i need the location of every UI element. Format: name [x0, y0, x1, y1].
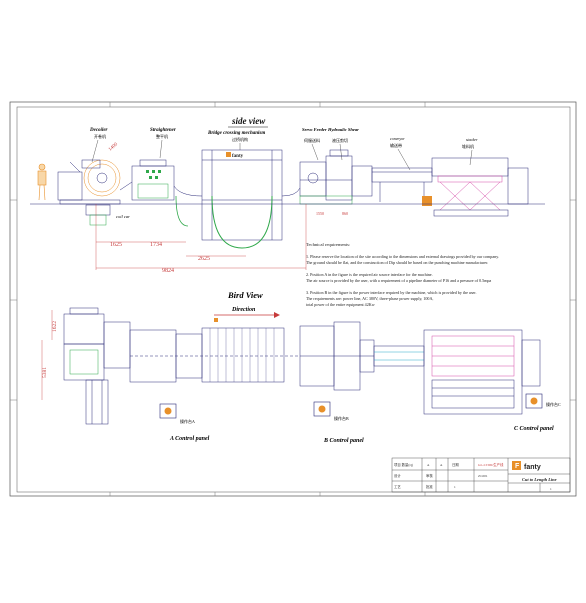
dim-9824: 9824 — [162, 268, 174, 274]
requirement-3c: total power of the entire equipment 42Kw — [306, 302, 375, 307]
bird-view-title: Bird View — [227, 290, 263, 300]
stacker-label: stacker — [466, 137, 478, 142]
side-dimension-lines — [95, 204, 307, 270]
requirement-1b: The ground should be flat, and the const… — [306, 260, 488, 266]
dim-1622: 1622 — [52, 321, 58, 332]
stacker-label-cn: 堆料机 — [462, 143, 474, 149]
decoiler-machine — [57, 159, 121, 205]
bird-straightener-bridge — [129, 327, 300, 383]
panel-b-tag: 操作台B — [334, 415, 349, 421]
decoiler-label-cn: 开卷机 — [94, 133, 106, 139]
conveyor-label-cn: 输送带 — [390, 142, 402, 148]
servo-feeder-shear — [299, 149, 373, 205]
operator-figure — [37, 163, 47, 201]
straightener-label-cn: 整平机 — [156, 133, 168, 139]
bridge-label-cn: 过桥机构 — [232, 136, 248, 142]
tb-sheet: 1 — [550, 487, 552, 491]
dim-2625: 2625 — [198, 256, 210, 262]
tb-cell-4: 审核 — [426, 473, 433, 478]
tb-logo-letter: F — [515, 463, 520, 470]
tb-cell-5: 工艺 — [394, 484, 401, 489]
tb-scale: 1 — [454, 485, 456, 489]
control-panel-a: 操作台A A Control panel — [159, 403, 210, 442]
decoiler-label: Decoiler — [89, 128, 108, 133]
tb-cell-3: 设计 — [394, 473, 401, 478]
fanty-logo-mark — [226, 152, 231, 157]
dim-servo: 1550 — [316, 211, 324, 216]
conveyor-label: conveyor — [390, 136, 405, 141]
straightener-machine — [119, 159, 175, 201]
outer-border — [9, 101, 577, 497]
control-panel-c: 操作台C C Control panel — [514, 393, 561, 432]
panel-a-tag: 操作台A — [180, 418, 195, 424]
bird-dimension-lines — [41, 310, 53, 400]
requirement-2: 2. Position A in the figure is the requi… — [306, 272, 433, 277]
tb-cell-8: ZJ-001 — [478, 474, 488, 478]
title-block — [391, 457, 571, 493]
bird-conveyor — [373, 345, 425, 367]
requirement-3b: The requirements are: power line, AC 380… — [306, 296, 433, 302]
panel-a-label: A Control panel — [169, 436, 210, 442]
bridge-label: Bridge crossing mechanism — [207, 131, 265, 136]
requirement-2b: The air source is provided by the user, … — [306, 278, 491, 284]
fanty-logo-side: fanty — [232, 154, 244, 159]
tb-cell-6: 批准 — [426, 484, 433, 489]
tb-product: Cut to Length Line — [522, 477, 557, 482]
bridge-crossing — [173, 149, 301, 249]
requirement-3: 3. Position B in the figure is the power… — [306, 290, 477, 296]
zone-ticks — [10, 102, 576, 496]
dim-5381: 5381 — [42, 367, 48, 378]
requirement-1: 1. Please reserve the location of the si… — [306, 254, 499, 259]
hydraulic-shear-label: Hydraulic Shear — [327, 127, 359, 132]
bird-decoiler — [63, 307, 131, 425]
bird-servo-shear — [299, 321, 375, 391]
dim-1400: 1400 — [108, 142, 119, 153]
dim-shear: 860 — [342, 211, 348, 216]
direction-arrowhead — [274, 312, 280, 318]
direction-label: Direction — [231, 307, 256, 313]
coil-car — [85, 204, 111, 226]
dim-1625: 1625 — [110, 242, 122, 248]
tb-cell-2: A — [440, 463, 443, 467]
hydraulic-shear-label-cn: 液压剪切 — [332, 137, 348, 143]
side-view-title: side view — [231, 116, 266, 126]
tb-drawing-no: GL-CJ300/生产线 — [478, 462, 504, 467]
servo-feeder-label-cn: 伺服送料 — [304, 137, 320, 143]
requirements-heading: Technical requirements: — [306, 242, 350, 247]
tb-logo-mark — [512, 461, 521, 470]
inner-border — [16, 106, 571, 493]
tb-brand: fanty — [524, 464, 541, 471]
bird-stacker — [423, 329, 541, 415]
panel-c-label: C Control panel — [514, 426, 554, 432]
panel-b-label: B Control panel — [323, 438, 364, 444]
tb-cell-0: 项目 数量(Q) — [394, 462, 413, 467]
straightener-label: Straightener — [150, 128, 176, 133]
bird-fanty-logo-mark — [214, 318, 218, 322]
dim-1734: 1734 — [150, 242, 162, 248]
servo-feeder-label: Servo Feeder — [302, 127, 327, 132]
coil-car-label: coil car — [116, 214, 130, 219]
technical-requirements: Technical requirements: 1. Please reserv… — [306, 242, 499, 307]
panel-c-tag: 操作台C — [546, 401, 561, 407]
stacker-machine — [422, 157, 529, 217]
tb-cell-1: A — [427, 463, 430, 467]
tb-cell-7: 日期 — [452, 462, 459, 467]
control-panel-b: 操作台B B Control panel — [313, 401, 364, 444]
